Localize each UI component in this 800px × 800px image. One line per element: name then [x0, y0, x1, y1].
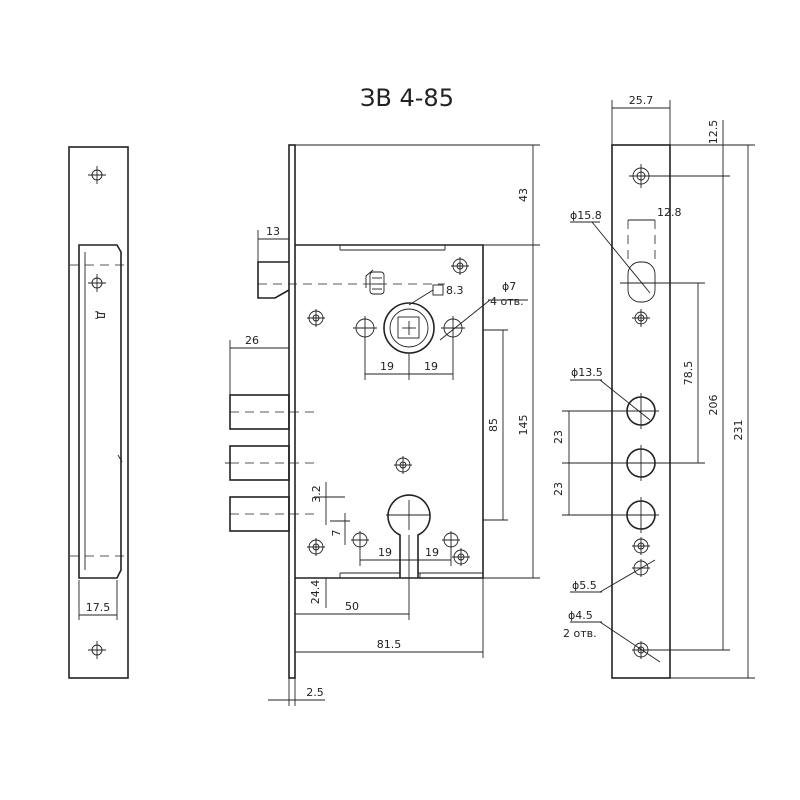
spindle-hole-right	[441, 316, 465, 340]
svg-text:ϕ13.5: ϕ13.5	[571, 366, 603, 379]
svg-text:12.8: 12.8	[657, 206, 682, 219]
dim-231: 231	[670, 145, 755, 679]
dim-7: 7	[330, 513, 350, 545]
strike-plate-view: Д 17.5	[68, 146, 129, 679]
dim-24-4: 24.4	[309, 578, 327, 608]
faceplate-front-view: 25.7 12.5 12.8 ϕ15.8 ϕ13.5	[552, 94, 755, 679]
dim-12-8: 12.8	[628, 206, 682, 221]
dim-206: 206	[650, 176, 730, 651]
dim-26: 26	[229, 334, 289, 395]
strike-bottom-hole	[88, 641, 106, 659]
dim-holes-4: 4 отв.	[490, 295, 524, 308]
dim-d15-8: ϕ15.8	[570, 209, 651, 294]
svg-text:19: 19	[424, 360, 438, 373]
dim-25-7: 25.7	[611, 94, 671, 145]
dim-d13-5: ϕ13.5	[570, 366, 651, 421]
svg-text:12.5: 12.5	[707, 120, 720, 145]
dim-85: 85	[487, 330, 504, 520]
dim-13: 13	[257, 225, 290, 262]
dim-19-upper: 19 19	[364, 340, 454, 380]
svg-text:81.5: 81.5	[377, 638, 402, 651]
case-screw-2	[307, 309, 325, 327]
svg-text:24.4: 24.4	[309, 580, 322, 605]
dim-d7: ϕ7	[502, 280, 516, 293]
svg-text:26: 26	[245, 334, 259, 347]
strike-plate-outline	[68, 146, 129, 679]
dim-145: 145	[483, 244, 540, 579]
svg-text:206: 206	[707, 395, 720, 416]
dim-12-5: 12.5	[650, 120, 755, 177]
bolt-hole-2	[623, 445, 659, 481]
svg-text:3.2: 3.2	[310, 485, 323, 503]
bolt-hole-3	[623, 497, 659, 533]
case-screw-4	[307, 538, 325, 556]
strike-top-hole	[88, 166, 106, 184]
lock-body-view: 8.3 ϕ7 4 отв. 19 19	[225, 144, 540, 706]
case-screw-1	[451, 257, 469, 275]
deadbolt-1	[229, 394, 315, 430]
cylinder-side-hole-right	[442, 531, 460, 549]
cylinder-cutout	[387, 494, 431, 578]
svg-text:2 отв.: 2 отв.	[563, 627, 597, 640]
dim-bolt-pitch: 23 23	[552, 410, 625, 516]
strike-mark: Д	[94, 311, 107, 320]
svg-text:7: 7	[330, 530, 343, 537]
svg-text:145: 145	[517, 415, 530, 436]
case-screw-3	[394, 456, 412, 474]
latch-mechanism	[365, 269, 385, 295]
svg-text:13: 13	[266, 225, 280, 238]
dim-43: 43	[295, 144, 540, 245]
svg-text:2.5: 2.5	[306, 686, 324, 699]
case-screw-5	[452, 548, 470, 566]
svg-text:85: 85	[487, 418, 500, 432]
dim-3-2: 3.2	[310, 482, 345, 525]
deadbolt-3	[229, 496, 315, 532]
faceplate-bottom-hole	[632, 641, 650, 659]
faceplate-screw-upper	[632, 309, 650, 327]
svg-text:ϕ5.5: ϕ5.5	[572, 579, 597, 592]
svg-text:231: 231	[732, 420, 745, 441]
dim-2-5: 2.5	[268, 678, 325, 706]
svg-text:23: 23	[552, 430, 565, 444]
faceplate-outline	[611, 144, 671, 679]
svg-text:ϕ4.5: ϕ4.5	[568, 609, 593, 622]
svg-text:19: 19	[425, 546, 439, 559]
bolt-hole-1	[623, 393, 659, 429]
svg-text:43: 43	[517, 188, 530, 202]
faceplate-side	[288, 144, 296, 679]
cylinder-side-hole-left	[351, 531, 369, 549]
deadbolt-2	[229, 445, 315, 481]
latch-tongue	[257, 261, 290, 299]
dim-strike-17-5: 17.5	[78, 580, 118, 620]
svg-text:25.7: 25.7	[629, 94, 654, 107]
spindle-hole-left	[353, 316, 377, 340]
svg-text:78.5: 78.5	[682, 361, 695, 386]
strike-pocket	[78, 244, 122, 579]
latch-opening	[620, 220, 662, 303]
dim-78-5: 78.5	[655, 282, 705, 464]
svg-text:19: 19	[380, 360, 394, 373]
svg-text:17.5: 17.5	[86, 601, 111, 614]
svg-text:ϕ15.8: ϕ15.8	[570, 209, 602, 222]
svg-text:50: 50	[345, 600, 359, 613]
drawing-title: ЗВ 4-85	[360, 84, 454, 112]
strike-center-hole	[88, 274, 106, 292]
follower-square	[383, 302, 435, 354]
faceplate-top-hole	[629, 164, 653, 188]
dim-50: 50	[294, 535, 410, 658]
dim-square-8-3: 8.3	[446, 284, 464, 297]
dim-d4-5: ϕ4.5 2 отв.	[563, 609, 661, 663]
lock-case-outline	[295, 244, 484, 579]
faceplate-screw-lower	[632, 537, 650, 555]
dim-19-lower: 19 19	[359, 546, 452, 566]
svg-text:19: 19	[378, 546, 392, 559]
svg-text:23: 23	[552, 482, 565, 496]
dim-81-5: 81.5	[295, 578, 484, 658]
dim-d5-5: ϕ5.5	[570, 559, 656, 593]
